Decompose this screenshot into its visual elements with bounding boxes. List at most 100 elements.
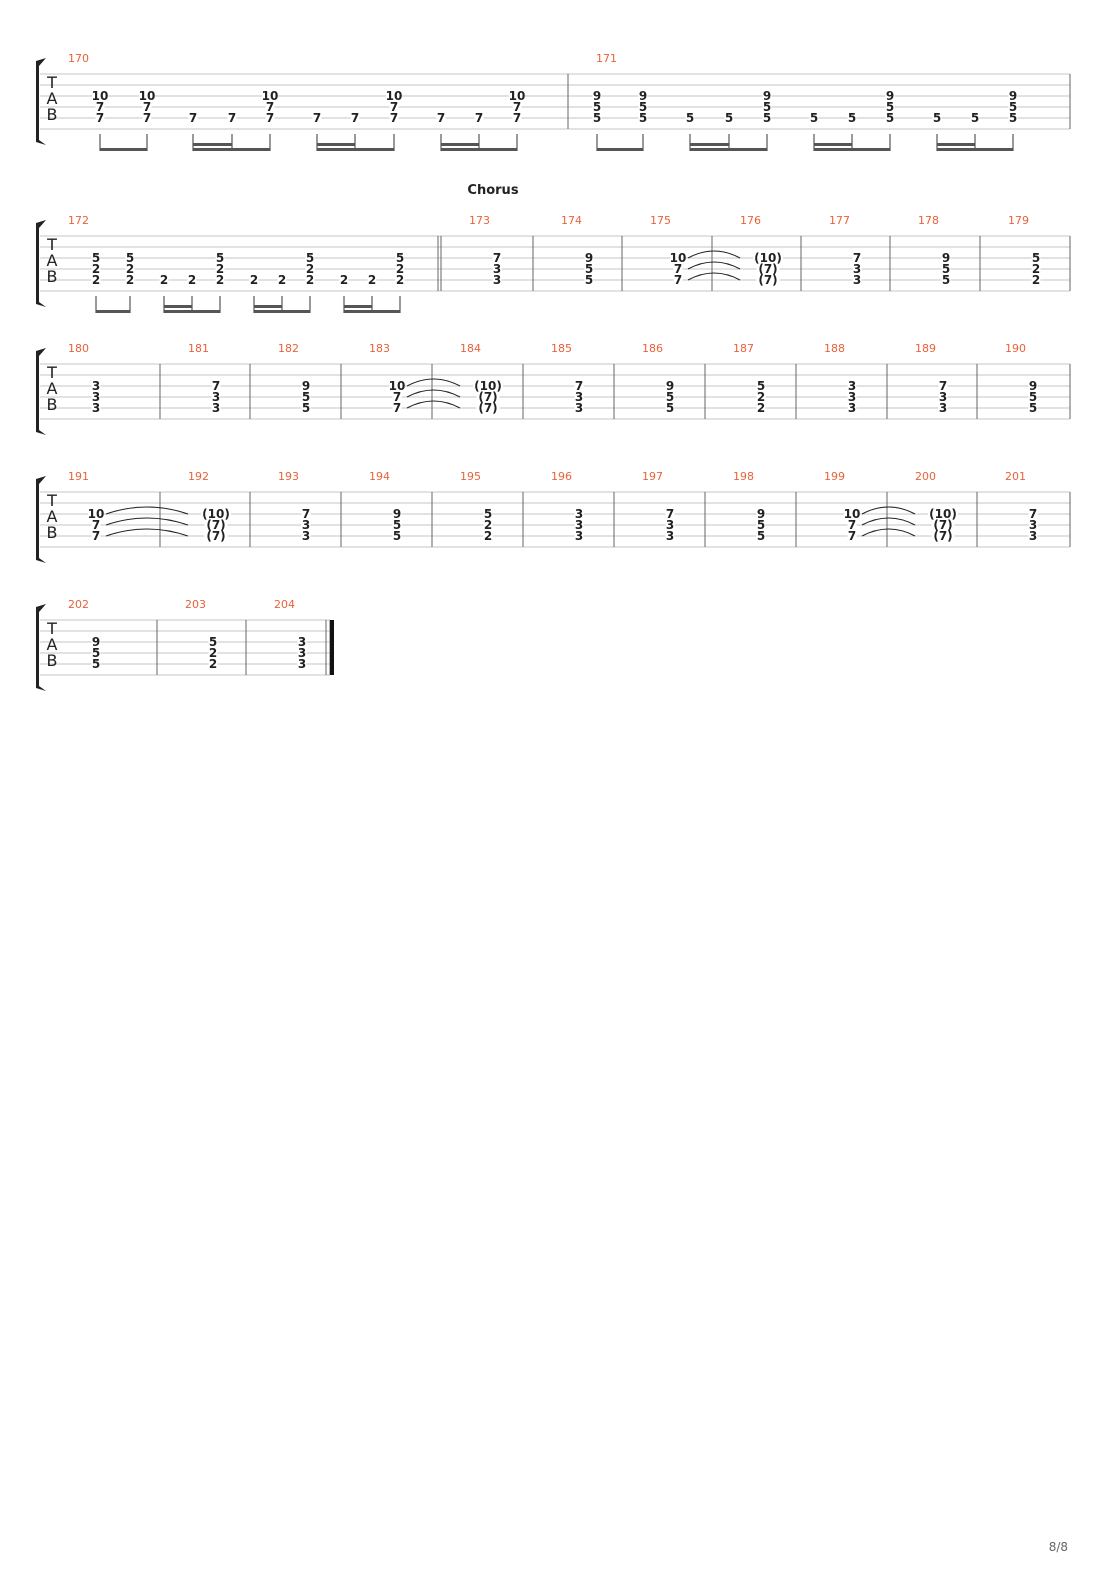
fret-number-background	[350, 113, 360, 123]
fret-number-background	[277, 275, 287, 285]
fret-number: 5	[1029, 401, 1037, 415]
fret-number: 5	[593, 100, 601, 114]
measure-number: 170	[68, 52, 89, 65]
fret-number-background	[91, 531, 101, 541]
fret-number: 3	[666, 529, 674, 543]
fret-number-background	[673, 264, 683, 274]
fret-number-background	[512, 102, 522, 112]
fret-number-background	[142, 102, 152, 112]
fret-number-background	[91, 648, 101, 658]
tie-arc	[406, 389, 461, 398]
tie-arc	[687, 272, 741, 281]
fret-number: 5	[1009, 111, 1017, 125]
fret-number-background	[574, 509, 584, 519]
tie-arc	[861, 528, 916, 537]
fret-number-background	[125, 264, 135, 274]
measure-number: 198	[733, 470, 754, 483]
fret-number: 10	[386, 89, 403, 103]
fret-number: (7)	[206, 518, 225, 532]
fret-number: 7	[266, 100, 274, 114]
fret-number: 10	[92, 89, 109, 103]
fret-number-background	[265, 113, 275, 123]
fret-number-background	[301, 520, 311, 530]
measure-number: 186	[642, 342, 663, 355]
fret-number: 3	[302, 518, 310, 532]
measure-number: 172	[68, 214, 89, 227]
fret-number: 7	[513, 100, 521, 114]
fret-number-background	[592, 102, 602, 112]
fret-number-background	[392, 509, 402, 519]
fret-number: 9	[593, 89, 601, 103]
fret-number-background	[91, 403, 101, 413]
fret-number: 9	[585, 251, 593, 265]
fret-number-background	[938, 392, 948, 402]
fret-number-background	[938, 381, 948, 391]
tie-arc	[406, 378, 461, 387]
fret-number-background	[931, 520, 955, 530]
fret-number: 3	[298, 657, 306, 671]
measure-number: 180	[68, 342, 89, 355]
fret-number-background	[847, 531, 857, 541]
measure-number: 199	[824, 470, 845, 483]
fret-number-background	[395, 264, 405, 274]
fret-number: 7	[513, 111, 521, 125]
fret-number: (7)	[758, 273, 777, 287]
fret-number: 3	[939, 390, 947, 404]
fret-number: (10)	[754, 251, 782, 265]
fret-number: 9	[1029, 379, 1037, 393]
fret-number: 3	[848, 379, 856, 393]
fret-number: 5	[763, 100, 771, 114]
fret-number: 2	[757, 390, 765, 404]
measure-number: 196	[551, 470, 572, 483]
fret-number-background	[395, 275, 405, 285]
fret-number-background	[762, 102, 772, 112]
fret-number: 7	[674, 273, 682, 287]
fret-number: 5	[585, 262, 593, 276]
fret-number-background	[756, 531, 766, 541]
fret-number: 9	[942, 251, 950, 265]
fret-number: (7)	[206, 529, 225, 543]
fret-number: 5	[216, 251, 224, 265]
fret-number-background	[91, 392, 101, 402]
fret-number: 2	[92, 273, 100, 287]
fret-number: 7	[92, 529, 100, 543]
fret-number: 3	[575, 518, 583, 532]
fret-number-background	[301, 531, 311, 541]
fret-number: 5	[393, 529, 401, 543]
beam-secondary	[690, 143, 729, 146]
beam-secondary	[317, 143, 355, 146]
fret-number-background	[1031, 264, 1041, 274]
fret-number: 5	[971, 111, 979, 125]
fret-number-background	[208, 659, 218, 669]
tie-arc	[861, 506, 916, 515]
fret-number: 7	[189, 111, 197, 125]
fret-number-background	[756, 392, 766, 402]
fret-number: 5	[686, 111, 694, 125]
measure-number: 177	[829, 214, 850, 227]
fret-number-background	[483, 531, 493, 541]
fret-number: 5	[92, 646, 100, 660]
fret-number: 7	[266, 111, 274, 125]
fret-number-background	[638, 113, 648, 123]
fret-number-background	[201, 509, 231, 519]
fret-number: 2	[396, 273, 404, 287]
fret-number-background	[265, 102, 275, 112]
fret-number-background	[91, 275, 101, 285]
tie-arc	[861, 517, 916, 526]
fret-number-background	[1028, 381, 1038, 391]
fret-number: 5	[126, 251, 134, 265]
fret-number-background	[88, 509, 104, 519]
fret-number: 7	[666, 507, 674, 521]
fret-number-background	[1028, 392, 1038, 402]
fret-number: 7	[228, 111, 236, 125]
measure-number: 185	[551, 342, 572, 355]
fret-number: (10)	[474, 379, 502, 393]
fret-number-background	[492, 264, 502, 274]
measure-number: 190	[1005, 342, 1026, 355]
fret-number-background	[91, 381, 101, 391]
fret-number: 5	[757, 529, 765, 543]
system-bracket	[36, 348, 46, 435]
fret-number-background	[91, 264, 101, 274]
beam-primary	[164, 310, 220, 313]
tab-clef-letter: T	[46, 491, 57, 510]
